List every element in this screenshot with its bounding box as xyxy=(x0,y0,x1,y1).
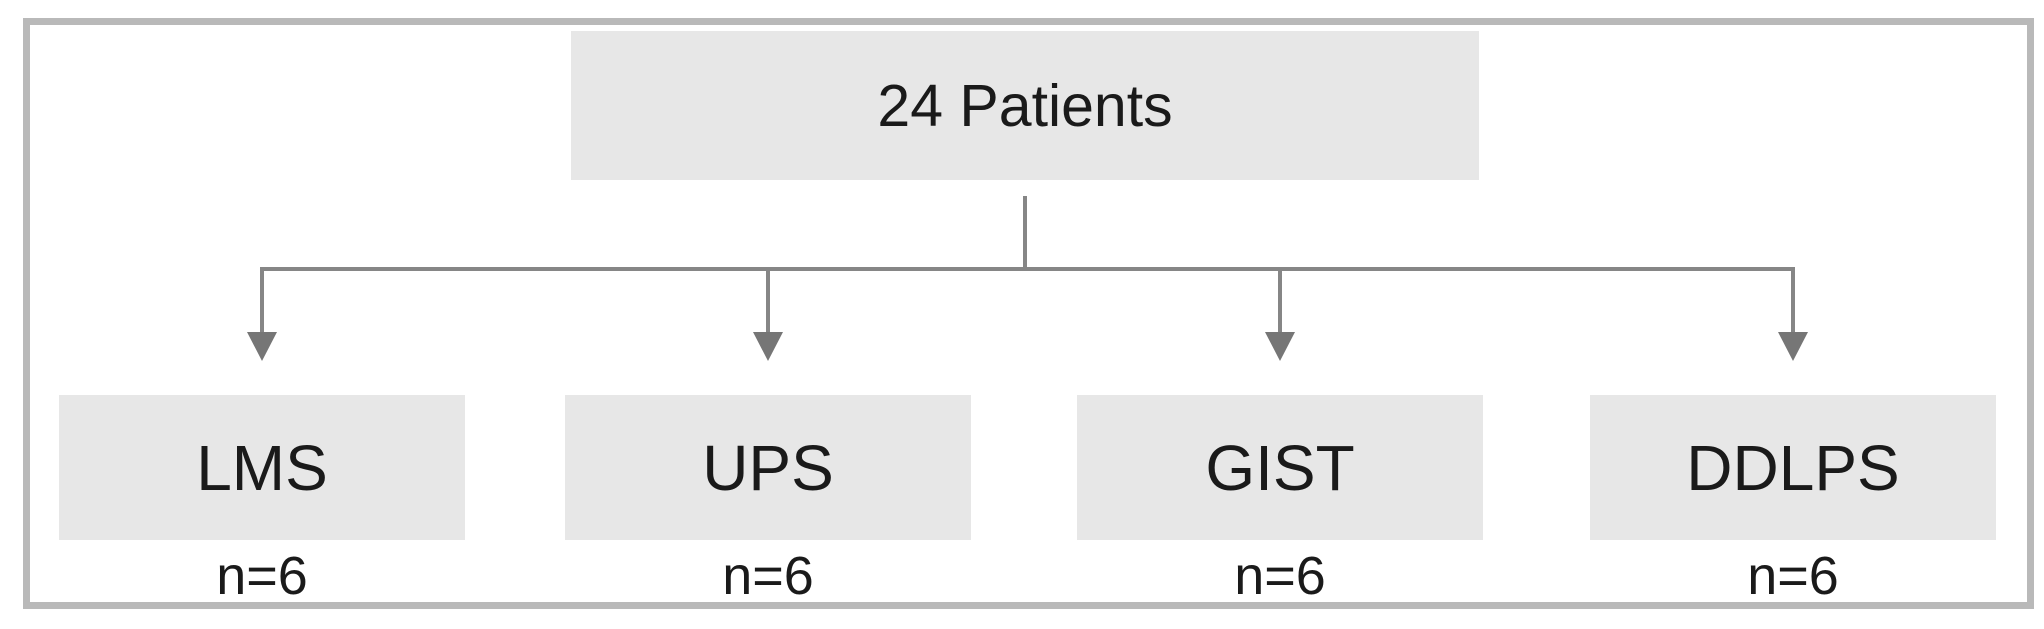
branch-line-ups xyxy=(766,267,770,334)
branch-line-lms xyxy=(260,267,264,334)
root-node-label: 24 Patients xyxy=(877,72,1173,139)
count-label-ups: n=6 xyxy=(722,546,814,606)
child-node-label: GIST xyxy=(1205,431,1355,504)
branch-line-gist xyxy=(1278,267,1282,334)
child-node-label: UPS xyxy=(702,431,834,504)
diagram-frame xyxy=(23,18,2034,609)
child-node-lms: LMS xyxy=(59,395,465,540)
count-label-ddlps: n=6 xyxy=(1747,546,1839,606)
count-label-lms: n=6 xyxy=(216,546,308,606)
arrow-down-icon xyxy=(753,332,783,361)
arrow-down-icon xyxy=(247,332,277,361)
count-label-gist: n=6 xyxy=(1234,546,1326,606)
child-node-gist: GIST xyxy=(1077,395,1483,540)
branch-line-ddlps xyxy=(1791,267,1795,334)
child-node-label: LMS xyxy=(196,431,328,504)
arrow-down-icon xyxy=(1778,332,1808,361)
root-connector-line xyxy=(1023,196,1027,271)
root-node-24-patients: 24 Patients xyxy=(571,31,1479,180)
child-node-ups: UPS xyxy=(565,395,971,540)
arrow-down-icon xyxy=(1265,332,1295,361)
child-node-label: DDLPS xyxy=(1686,431,1900,504)
child-node-ddlps: DDLPS xyxy=(1590,395,1996,540)
branch-horizontal-line xyxy=(260,267,1795,271)
